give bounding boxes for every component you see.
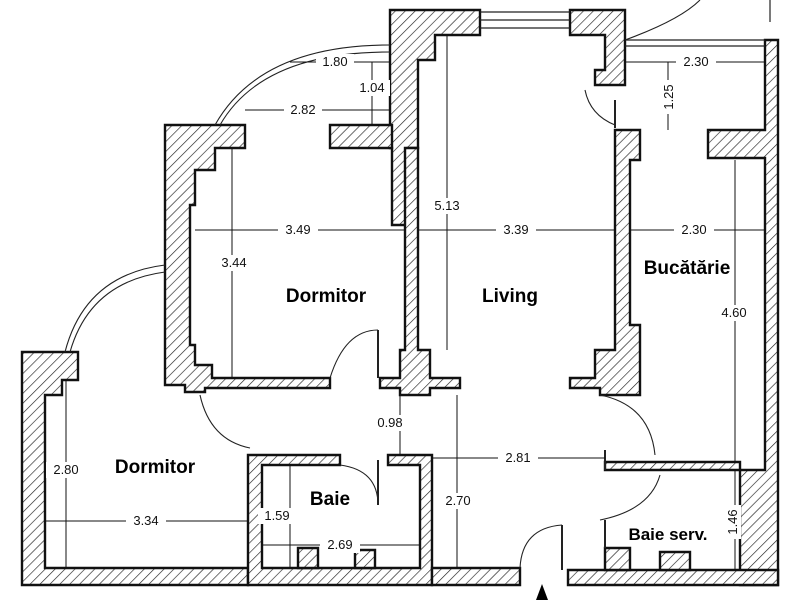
wall-bedroom-bottom-outer [20, 350, 250, 587]
wall-living-top-right [568, 8, 627, 87]
door-arc-entrance [519, 524, 563, 569]
dim-label: 3.34 [133, 513, 158, 528]
dim-label: 2.82 [290, 102, 315, 117]
door-arc-bedroom-bottom [199, 394, 251, 449]
dim-label: 2.70 [445, 493, 470, 508]
room-label-bucatarie: Bucătărie [644, 258, 731, 279]
dim-label: 3.44 [221, 255, 246, 270]
dim-label: 2.81 [505, 450, 530, 465]
wall-bedroom-top-left [163, 123, 332, 394]
wall-bedroom-living [378, 146, 462, 397]
room-label-dormitor-top: Dormitor [286, 286, 367, 307]
entrance-arrow-icon [536, 584, 548, 600]
dim-label: 4.60 [721, 305, 746, 320]
wall-living-bottom [430, 566, 522, 587]
dim-label: 2.30 [683, 54, 708, 69]
room-label-baie-serv: Baie serv. [628, 525, 707, 544]
wall-service-bath-fixture [603, 546, 632, 572]
room-label-living: Living [482, 286, 538, 307]
walls [20, 8, 780, 587]
room-label-dormitor-bottom: Dormitor [115, 457, 196, 478]
dimension-labels: 1.80 1.04 2.82 2.30 1.25 5.13 3.49 3.39 … [46, 54, 754, 553]
dim-label: 1.04 [359, 80, 384, 95]
wall-living-top-left [388, 8, 482, 227]
wall-bedroom-top-right [328, 123, 394, 150]
dim-label: 0.98 [377, 415, 402, 430]
balcony-arcs [64, 0, 771, 353]
wall-bathroom-fixture-2 [353, 548, 377, 570]
door-arc-living-top [584, 89, 616, 126]
dim-label: 2.30 [681, 222, 706, 237]
dim-label: 3.39 [503, 222, 528, 237]
dim-label: 1.80 [322, 54, 347, 69]
window-living [480, 11, 765, 47]
wall-living-kitchen [568, 128, 642, 397]
door-arc-bedroom-top [329, 329, 379, 379]
wall-service-bath-fixture-2 [658, 550, 692, 572]
door-arc-service-bath [599, 474, 661, 521]
dim-label: 1.59 [264, 508, 289, 523]
room-labels: Dormitor Living Bucătărie Dormitor Baie … [115, 258, 730, 544]
dim-label: 2.69 [327, 537, 352, 552]
dim-label: 1.46 [725, 509, 740, 534]
dim-label: 2.80 [53, 462, 78, 477]
doors [199, 89, 661, 570]
room-label-baie: Baie [310, 489, 350, 510]
dim-label: 3.49 [285, 222, 310, 237]
door-arc-kitchen [599, 394, 656, 456]
wall-kitchen-bottom [603, 460, 742, 472]
dim-label: 5.13 [434, 198, 459, 213]
wall-bathroom-fixture [296, 546, 320, 570]
dim-label: 1.25 [661, 84, 676, 109]
wall-service-bath-bottom [566, 568, 780, 587]
